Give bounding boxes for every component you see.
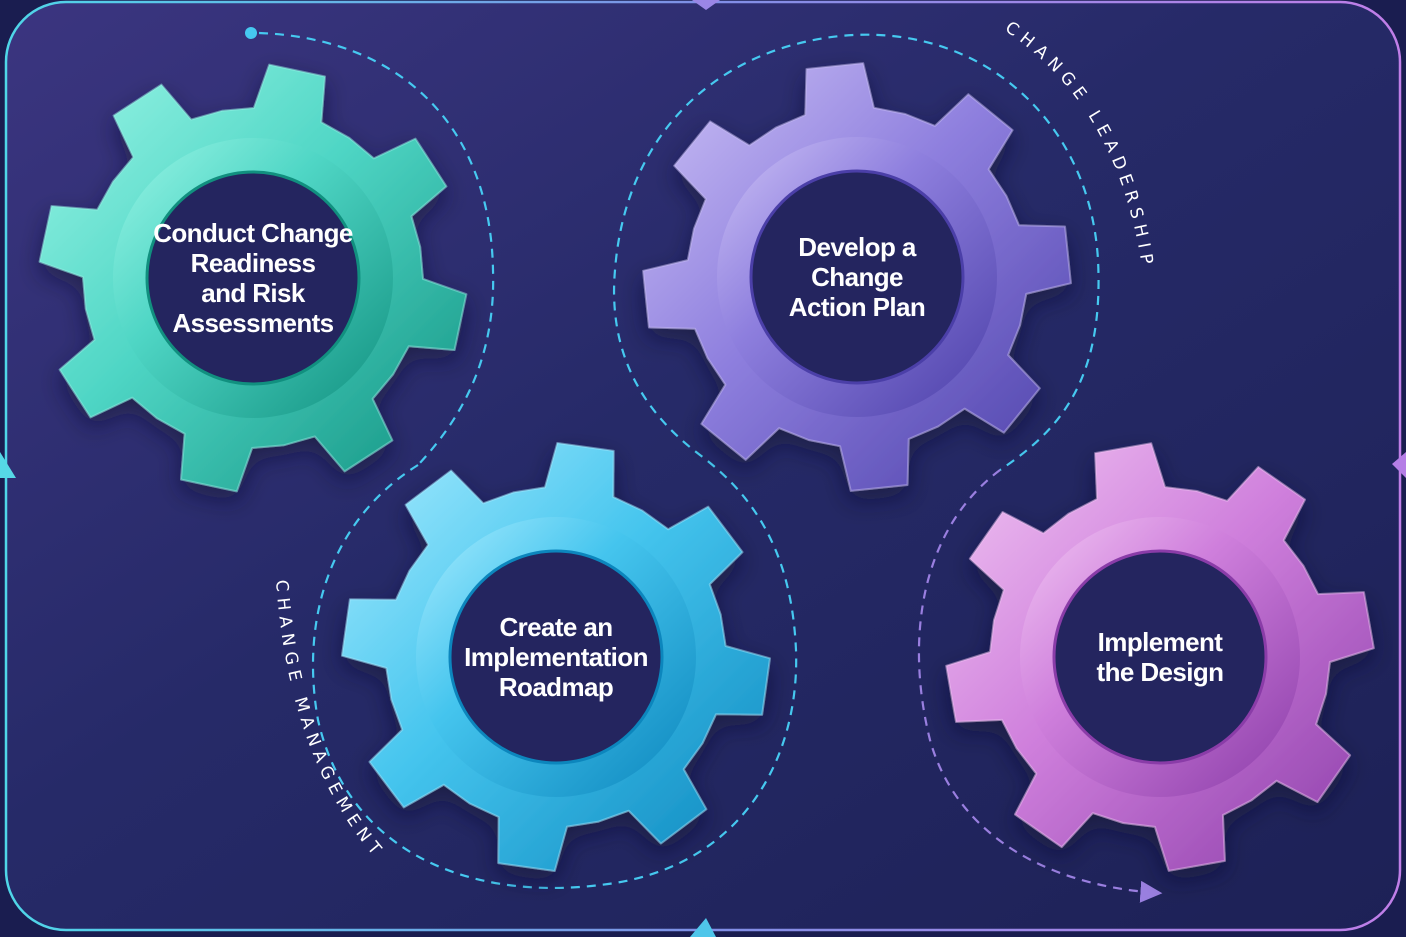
gear-label-line: Action Plan [789,292,925,322]
gear-hub [145,170,361,386]
gear-hub [749,169,965,385]
gear-label-line: Implementation [464,642,648,672]
gear-label-line: the Design [1097,657,1224,687]
gear-hub [448,549,664,765]
gear-label-line: Readiness [191,248,316,278]
gear-label-line: Roadmap [499,672,613,702]
frame-marker-top-icon [692,0,720,10]
gear-label-line: Create an [499,612,612,642]
flow-path-design [917,469,1163,903]
flow-paths [245,27,1163,903]
gear-label-line: Conduct Change [153,218,353,248]
frame-marker-left-icon [0,452,16,478]
gear-label-line: Implement [1098,627,1224,657]
gear-label-line: Assessments [172,308,333,338]
flow-path-start [258,31,495,466]
gear-label-line: and Risk [201,278,306,308]
frame-marker-bottom-icon [690,918,716,937]
flow-path-roadmap-ring [311,33,1100,890]
frame-marker-right-icon [1392,452,1406,478]
gear-label-line: Change [811,262,903,292]
gear-hub [1052,549,1268,765]
gear-label-line: Develop a [798,232,917,262]
flow-start-dot [245,27,257,39]
